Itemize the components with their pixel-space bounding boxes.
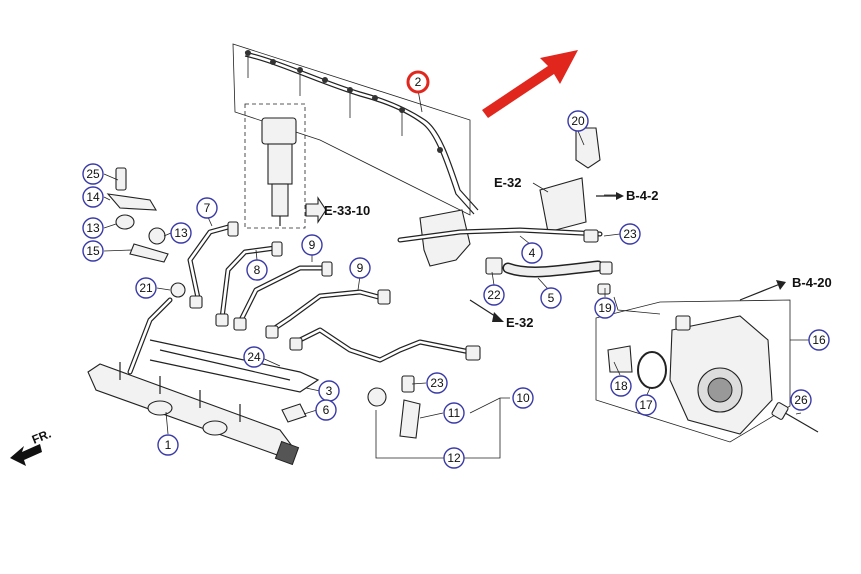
callout-23-bottom[interactable]: 23 <box>426 372 448 394</box>
callout-4[interactable]: 4 <box>521 242 543 264</box>
clamp-detail <box>367 387 501 459</box>
callout-number: 14 <box>86 190 100 204</box>
ref-b4-20-label[interactable]: B-4-20 <box>792 275 832 290</box>
callout-21[interactable]: 21 <box>135 277 157 299</box>
red-pointer-arrow <box>482 50 578 118</box>
callout-23-top[interactable]: 23 <box>619 223 641 245</box>
callout-number: 16 <box>812 333 826 347</box>
callout-number: 23 <box>623 227 637 241</box>
callout-26[interactable]: 26 <box>790 389 812 411</box>
callout-number: 18 <box>614 379 628 393</box>
callout-number: 11 <box>448 406 461 420</box>
callout-7[interactable]: 7 <box>196 197 218 219</box>
callout-number: 24 <box>247 350 261 364</box>
callout-number: 21 <box>139 281 153 295</box>
front-arrow-icon <box>10 444 42 466</box>
callout-number: 9 <box>309 238 316 252</box>
callout-number: 3 <box>326 384 333 398</box>
callout-2[interactable]: 2 <box>406 70 430 94</box>
callout-19[interactable]: 19 <box>594 297 616 319</box>
front-label: FR. <box>30 427 53 447</box>
callout-6[interactable]: 6 <box>315 399 337 421</box>
callout-number: 2 <box>415 75 422 89</box>
callout-number: 10 <box>516 391 530 405</box>
callout-14[interactable]: 14 <box>82 186 104 208</box>
ref-e33-10-label[interactable]: E-33-10 <box>324 203 370 218</box>
callout-9-right[interactable]: 9 <box>349 257 371 279</box>
callout-number: 13 <box>86 221 100 235</box>
callout-number: 5 <box>548 291 555 305</box>
ref-e32-top-label[interactable]: E-32 <box>494 175 521 190</box>
callout-3[interactable]: 3 <box>318 380 340 402</box>
callout-9-left[interactable]: 9 <box>301 234 323 256</box>
callout-5[interactable]: 5 <box>540 287 562 309</box>
high-pressure-pump <box>595 299 819 443</box>
callout-number: 1 <box>165 438 172 452</box>
callout-number: 22 <box>487 288 501 302</box>
ref-b4-2-label[interactable]: B-4-2 <box>626 188 659 203</box>
reference-arrows <box>469 192 786 322</box>
callout-15[interactable]: 15 <box>82 240 104 262</box>
return-pipe <box>149 339 320 423</box>
callout-17[interactable]: 17 <box>635 394 657 416</box>
callout-13-left[interactable]: 13 <box>82 217 104 239</box>
fuel-rail <box>87 297 300 466</box>
callout-10[interactable]: 10 <box>512 387 534 409</box>
callout-12[interactable]: 12 <box>443 447 465 469</box>
callout-18[interactable]: 18 <box>610 375 632 397</box>
injection-pipes <box>187 221 481 363</box>
leader-lines <box>103 89 810 435</box>
callout-1[interactable]: 1 <box>157 434 179 456</box>
injector-detail <box>244 103 327 229</box>
callout-13-right[interactable]: 13 <box>170 222 192 244</box>
callout-number: 4 <box>529 246 536 260</box>
callout-11[interactable]: 11 <box>443 402 465 424</box>
injector-harness-group <box>232 43 479 216</box>
fuel-hose <box>502 260 613 295</box>
callout-20[interactable]: 20 <box>567 110 589 132</box>
bracket-assembly <box>397 127 603 393</box>
callout-number: 7 <box>204 201 211 215</box>
callout-number: 23 <box>430 376 444 390</box>
callout-number: 9 <box>357 261 364 275</box>
callout-number: 25 <box>86 167 100 181</box>
callout-8[interactable]: 8 <box>246 259 268 281</box>
callout-number: 26 <box>794 393 808 407</box>
callout-22[interactable]: 22 <box>483 284 505 306</box>
callout-16[interactable]: 16 <box>808 329 830 351</box>
callout-number: 6 <box>323 403 330 417</box>
callout-number: 13 <box>174 226 188 240</box>
callout-25[interactable]: 25 <box>82 163 104 185</box>
callout-number: 8 <box>254 263 261 277</box>
ref-e32-bottom-label[interactable]: E-32 <box>506 315 533 330</box>
callout-number: 17 <box>639 398 653 412</box>
callout-number: 15 <box>86 244 100 258</box>
callout-number: 19 <box>598 301 612 315</box>
callout-24[interactable]: 24 <box>243 346 265 368</box>
small-parts-left <box>106 167 186 298</box>
callout-number: 20 <box>571 114 585 128</box>
front-direction-marker: FR. <box>10 427 53 466</box>
callout-number: 12 <box>447 451 461 465</box>
